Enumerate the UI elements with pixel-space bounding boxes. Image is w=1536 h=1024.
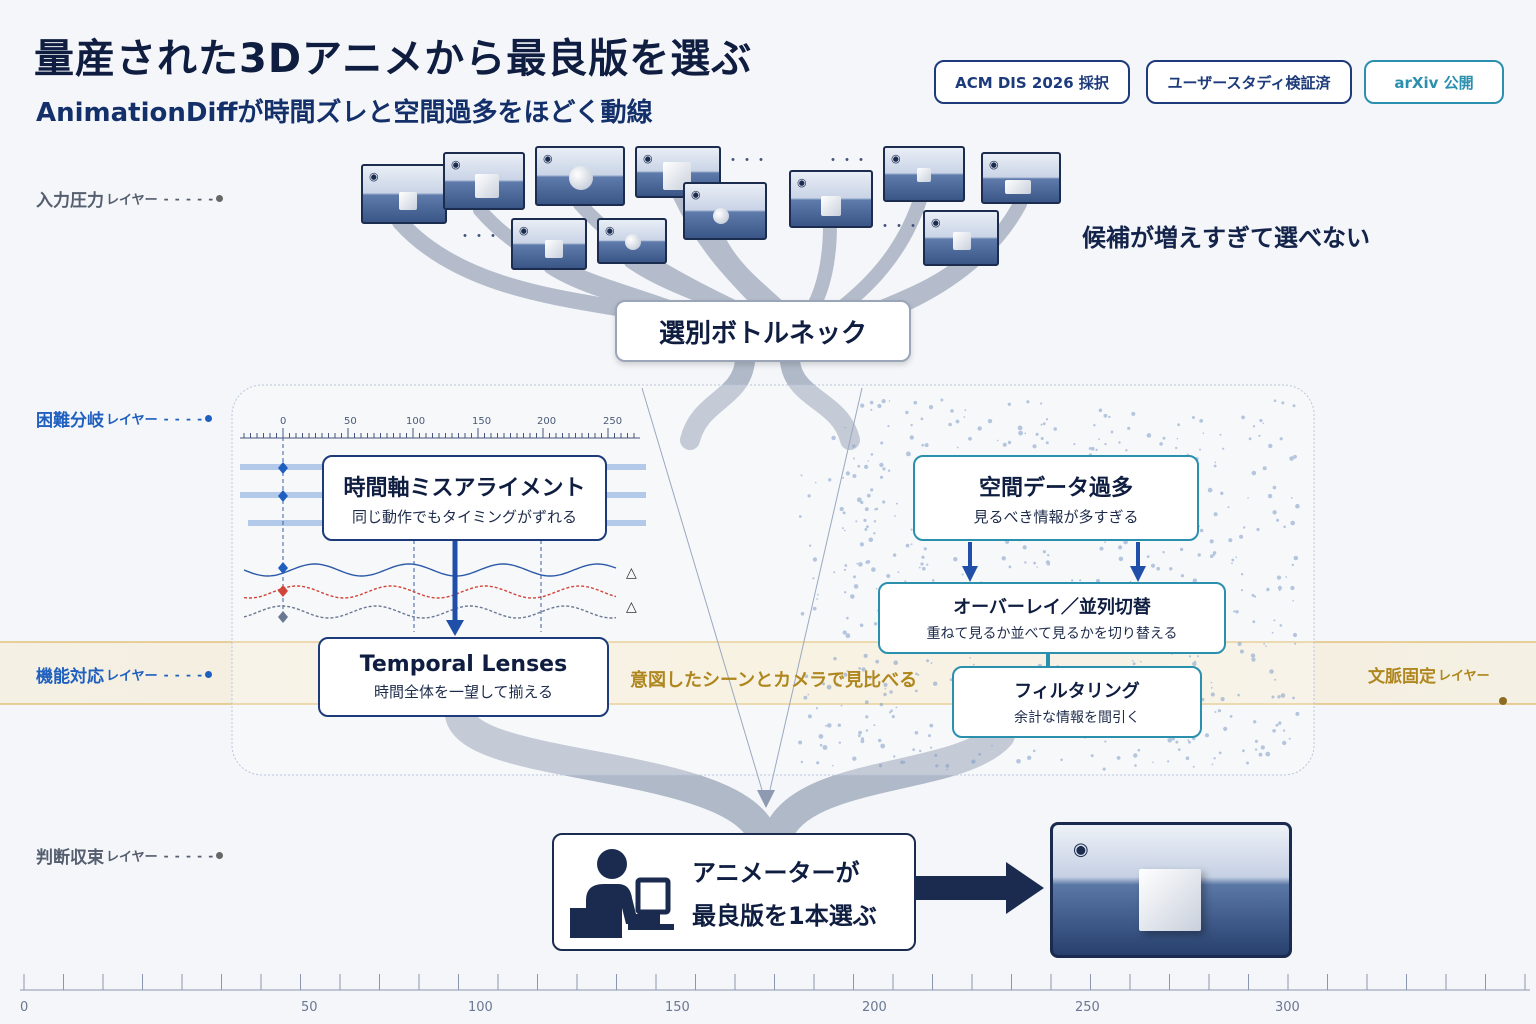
arrow-right-icon bbox=[1006, 862, 1044, 914]
candidate-thumbnail[interactable]: ◉ bbox=[883, 146, 965, 202]
camera-icon: ◉ bbox=[605, 224, 615, 237]
layer-decision: 判断収束レイヤー - - - - - bbox=[36, 843, 224, 868]
camera-icon: ◉ bbox=[519, 224, 529, 237]
ruler-tick-label: 50 bbox=[344, 416, 357, 427]
overlay-switch-box: オーバーレイ／並列切替 重ねて見るか並べて見るかを切り替える bbox=[878, 582, 1226, 654]
ruler-tick-label: 150 bbox=[472, 416, 492, 427]
candidate-thumbnail[interactable]: ◉ bbox=[361, 164, 447, 224]
context-band bbox=[0, 642, 1536, 704]
bottom-ruler-label: 50 bbox=[301, 1000, 318, 1015]
decision-line-1: アニメーターが bbox=[692, 859, 860, 887]
page-subtitle: AnimationDiffが時間ズレと空間過多をほどく動線 bbox=[36, 98, 653, 128]
candidate-thumbnail[interactable]: ◉ bbox=[923, 210, 999, 266]
layer-context-dot bbox=[1499, 697, 1507, 705]
page-title: 量産された3Dアニメから最良版を選ぶ bbox=[34, 36, 753, 82]
camera-icon: ◉ bbox=[451, 158, 461, 171]
camera-icon: ◉ bbox=[543, 152, 553, 165]
spatial-problem-box: 空間データ過多 見るべき情報が多すぎる bbox=[913, 455, 1199, 541]
bottom-ruler-label: 200 bbox=[862, 1000, 887, 1015]
layer-branch: 困難分岐レイヤー - - - - bbox=[36, 406, 213, 431]
camera-icon: ◉ bbox=[931, 216, 941, 229]
camera-icon: ◉ bbox=[643, 152, 653, 165]
candidates-note: 候補が増えすぎて選べない bbox=[1082, 224, 1370, 252]
bottom-ruler-label: 0 bbox=[20, 1000, 29, 1015]
badge-acm-dis: ACM DIS 2026 採択 bbox=[934, 60, 1130, 104]
candidate-thumbnail[interactable]: ◉ bbox=[597, 218, 667, 264]
delta-mark: △ bbox=[626, 599, 637, 615]
context-band-label: 意図したシーンとカメラで見比べる bbox=[630, 670, 918, 691]
ellipsis: ・・・ bbox=[726, 153, 768, 169]
funnel-tip bbox=[757, 790, 775, 808]
layer-context: 文脈固定レイヤー bbox=[1368, 667, 1490, 687]
layer-function: 機能対応レイヤー - - - - bbox=[36, 662, 213, 687]
candidate-thumbnail[interactable]: ◉ bbox=[443, 152, 525, 210]
temporal-lenses-box: Temporal Lenses 時間全体を一望して揃える bbox=[318, 637, 609, 717]
ruler-tick-label: 0 bbox=[280, 416, 287, 427]
decision-line-2: 最良版を1本選ぶ bbox=[692, 902, 877, 930]
decision-box: アニメーターが 最良版を1本選ぶ bbox=[552, 833, 916, 951]
ruler-tick-label: 200 bbox=[537, 416, 557, 427]
badge-user-study: ユーザースタディ検証済 bbox=[1146, 60, 1352, 104]
candidate-thumbnail[interactable]: ◉ bbox=[511, 218, 587, 270]
candidate-thumbnail[interactable]: ◉ bbox=[789, 170, 873, 228]
candidate-thumbnail[interactable]: ◉ bbox=[981, 152, 1061, 204]
ellipsis: ・・・ bbox=[878, 219, 920, 235]
camera-icon: ◉ bbox=[797, 176, 807, 189]
ruler-tick-label: 250 bbox=[603, 416, 623, 427]
bottom-ruler-label: 250 bbox=[1075, 1000, 1100, 1015]
user-at-laptop-icon bbox=[570, 849, 674, 938]
bottom-ruler-label: 300 bbox=[1275, 1000, 1300, 1015]
ruler-tick-label: 100 bbox=[406, 416, 426, 427]
filtering-box: フィルタリング 余計な情報を間引く bbox=[952, 666, 1202, 738]
bottleneck-box: 選別ボトルネック bbox=[615, 300, 911, 362]
camera-icon: ◉ bbox=[891, 152, 901, 165]
candidate-thumbnail[interactable]: ◉ bbox=[535, 146, 625, 206]
bottom-ruler-label: 150 bbox=[665, 1000, 690, 1015]
camera-icon: ◉ bbox=[691, 188, 701, 201]
selected-render-thumbnail[interactable]: ◉ bbox=[1050, 822, 1292, 958]
candidate-thumbnail[interactable]: ◉ bbox=[683, 182, 767, 240]
ellipsis: ・・・ bbox=[826, 153, 868, 169]
camera-icon: ◉ bbox=[1073, 839, 1089, 860]
delta-mark: △ bbox=[626, 565, 637, 581]
temporal-problem-box: 時間軸ミスアライメント 同じ動作でもタイミングがずれる bbox=[322, 455, 607, 541]
badge-arxiv: arXiv 公開 bbox=[1364, 60, 1504, 104]
bottom-ruler-label: 100 bbox=[468, 1000, 493, 1015]
camera-icon: ◉ bbox=[989, 158, 999, 171]
layer-input: 入力圧力レイヤー - - - - - bbox=[36, 186, 224, 211]
camera-icon: ◉ bbox=[369, 170, 379, 183]
ellipsis: ・・・ bbox=[458, 229, 500, 245]
